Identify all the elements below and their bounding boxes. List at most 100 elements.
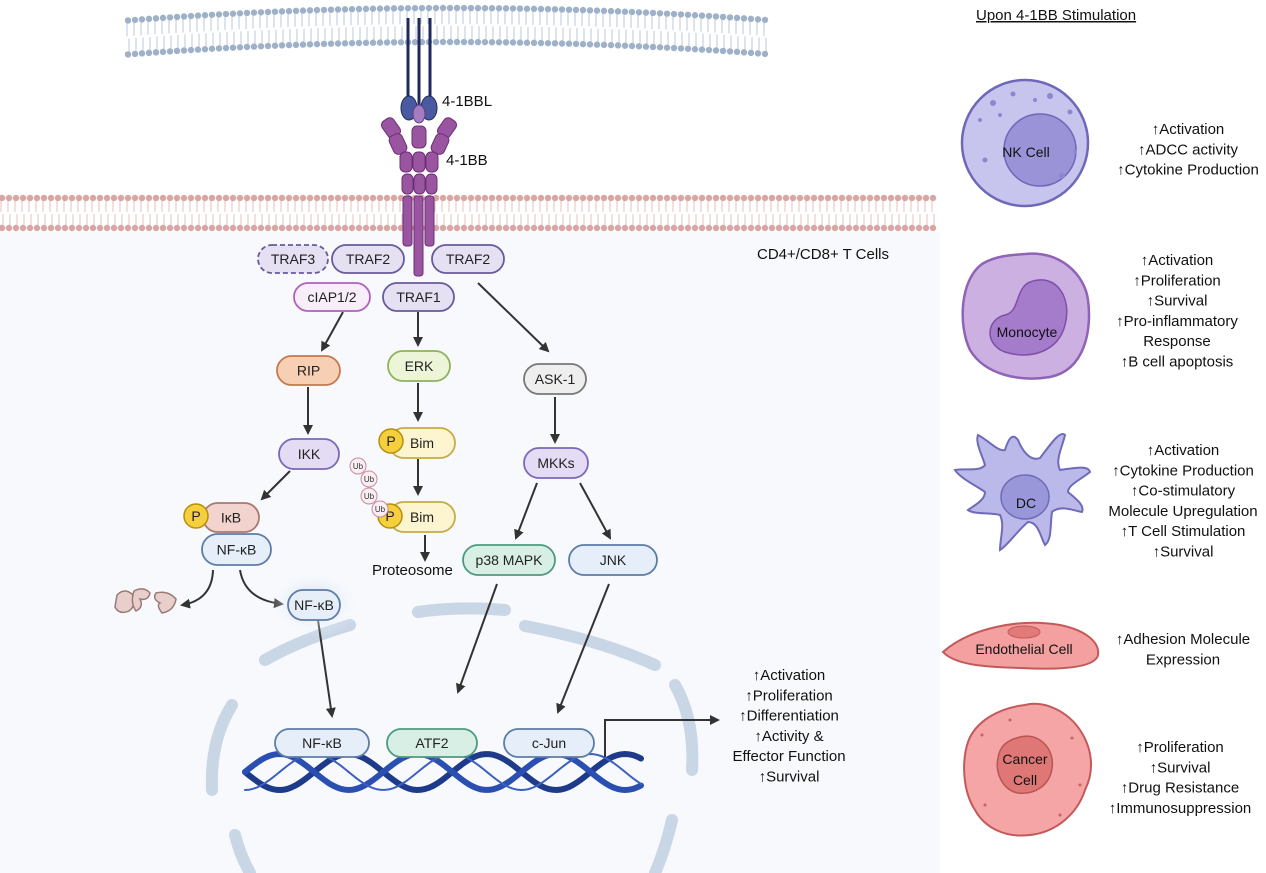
t-cell-effect-line: ↑Proliferation xyxy=(745,687,833,704)
dendritic-cell xyxy=(953,433,1092,552)
monocyte-cell xyxy=(961,252,1091,380)
phosphate-icon: P xyxy=(378,428,404,454)
node-label-ikb: IκB xyxy=(221,510,241,526)
node-nfkb-dna: NF-κB xyxy=(274,728,370,758)
node-erk: ERK xyxy=(387,350,451,382)
t-cell-effect-line: ↑Activity & xyxy=(754,728,823,745)
nk-cell xyxy=(960,78,1090,208)
node-rip: RIP xyxy=(276,355,341,386)
node-label-bim1: Bim xyxy=(410,435,434,451)
node-label-cjun: c-Jun xyxy=(532,735,566,751)
dc-effect-line: ↑Activation xyxy=(1147,442,1220,459)
cancer-cell-name: Cancer xyxy=(1002,751,1047,767)
dc-effect-line: ↑Survival xyxy=(1153,544,1214,561)
arrows xyxy=(180,282,720,757)
dc-effect-line: ↑Co-stimulatory xyxy=(1131,483,1236,500)
dc-effect-line: ↑T Cell Stimulation xyxy=(1121,523,1246,540)
node-label-atf2: ATF2 xyxy=(415,735,448,751)
node-label-p38: p38 MAPK xyxy=(476,552,544,568)
degraded-ikb-fragments-icon xyxy=(114,588,177,614)
node-label-traf2-right: TRAF2 xyxy=(446,251,491,267)
t-cell-effect-line: ↑Differentiation xyxy=(739,708,839,725)
node-label-bim2: Bim xyxy=(410,509,434,525)
node-p38: p38 MAPK xyxy=(462,544,556,576)
ligand-4-1bbl xyxy=(400,18,438,124)
node-mkks: MKKs xyxy=(523,447,589,479)
node-label-traf3: TRAF3 xyxy=(271,251,316,267)
mono-effect-line: ↑B cell apoptosis xyxy=(1121,354,1234,371)
endothelial-cell xyxy=(941,621,1100,670)
node-ask1: ASK-1 xyxy=(523,363,587,395)
node-traf2-right: TRAF2 xyxy=(431,244,505,274)
cancer-cell-name: Cell xyxy=(1013,772,1037,788)
node-label-ask1: ASK-1 xyxy=(535,371,576,387)
nk-effect-line: ↑Activation xyxy=(1152,121,1225,138)
nk-cell-name: NK Cell xyxy=(1002,144,1049,160)
cell-type-label: CD4+/CD8+ T Cells xyxy=(757,246,889,263)
t-cell-effect-line: ↑Activation xyxy=(753,667,826,684)
cancer-effect-line: ↑Survival xyxy=(1150,759,1211,776)
ubiquitin-label: Ub xyxy=(353,462,364,471)
nk-effect-line: ↑Cytokine Production xyxy=(1117,162,1259,179)
node-label-nfkb1: NF-κB xyxy=(217,542,257,558)
node-label-ikk: IKK xyxy=(298,446,321,462)
mono-effect-line: ↑Proliferation xyxy=(1133,272,1221,289)
t-cell-effects: ↑Activation ↑Proliferation ↑Differentiatio… xyxy=(732,667,845,786)
node-traf1: TRAF1 xyxy=(382,282,455,312)
node-atf2: ATF2 xyxy=(386,728,478,758)
ubiquitin-label: Ub xyxy=(364,492,375,501)
ubiquitin-icon: Ub xyxy=(360,470,378,488)
phosphate-label: P xyxy=(386,433,395,449)
node-label-traf2-left: TRAF2 xyxy=(346,251,391,267)
cancer-cell xyxy=(963,702,1092,837)
mono-effect-line: ↑Survival xyxy=(1147,293,1208,310)
ubiquitin-label: Ub xyxy=(364,475,375,484)
node-label-mkks: MKKs xyxy=(537,455,574,471)
node-label-ciap: cIAP1/2 xyxy=(307,289,356,305)
mono-effect-line: Response xyxy=(1143,333,1211,350)
node-nfkb2: NF-κB xyxy=(287,589,341,621)
node-jnk: JNK xyxy=(568,544,658,576)
proteosome-label: Proteosome xyxy=(372,562,453,579)
mono-effect-line: ↑Pro-inflammatory xyxy=(1116,313,1238,330)
t-cell-effect-line: Effector Function xyxy=(732,748,845,765)
node-label-jnk: JNK xyxy=(600,552,627,568)
node-ciap: cIAP1/2 xyxy=(293,282,371,312)
node-traf3: TRAF3 xyxy=(257,244,329,274)
dc-effect-line: Molecule Upregulation xyxy=(1108,503,1257,520)
t-cell-membrane xyxy=(0,194,937,232)
node-label-rip: RIP xyxy=(297,363,320,379)
node-ikb: IκB xyxy=(202,502,260,533)
endo-effect-line: ↑Adhesion Molecule xyxy=(1116,631,1250,648)
cancer-effect-line: ↑Drug Resistance xyxy=(1121,780,1239,797)
node-label-traf1: TRAF1 xyxy=(396,289,441,305)
ubiquitin-icon: Ub xyxy=(360,487,378,505)
dc-effect-line: ↑Cytokine Production xyxy=(1112,462,1254,479)
node-traf2-left: TRAF2 xyxy=(331,244,405,274)
node-label-erk: ERK xyxy=(405,358,434,374)
phosphate-label: P xyxy=(385,508,394,524)
mono-effect-line: ↑Activation xyxy=(1141,252,1214,269)
node-label-nfkb2: NF-κB xyxy=(294,597,334,613)
cancer-effect-line: ↑Immunosuppression xyxy=(1109,800,1252,817)
dc-cell-name: DC xyxy=(1016,495,1036,511)
apc-membrane xyxy=(124,4,769,58)
node-cjun: c-Jun xyxy=(503,728,595,758)
receptor-label: 4-1BB xyxy=(446,152,488,169)
t-cell-effect-line: ↑Survival xyxy=(759,769,820,786)
receptor-4-1bb xyxy=(380,117,458,277)
ubiquitin-label: Ub xyxy=(375,505,386,514)
ubiquitin-icon: Ub xyxy=(349,457,367,475)
phosphate-label: P xyxy=(191,508,200,524)
endo-effect-line: Expression xyxy=(1146,651,1220,668)
header-label: Upon 4-1BB Stimulation xyxy=(976,7,1136,24)
nk-effect-line: ↑ADCC activity xyxy=(1138,141,1239,158)
ubiquitin-icon: Ub xyxy=(371,500,389,518)
node-ikk: IKK xyxy=(278,438,340,470)
ligand-label: 4-1BBL xyxy=(442,93,492,110)
node-label-nfkb-dna: NF-κB xyxy=(302,735,342,751)
mono-cell-name: Monocyte xyxy=(997,324,1058,340)
node-nfkb1: NF-κB xyxy=(201,533,272,566)
cancer-effect-line: ↑Proliferation xyxy=(1136,739,1224,756)
